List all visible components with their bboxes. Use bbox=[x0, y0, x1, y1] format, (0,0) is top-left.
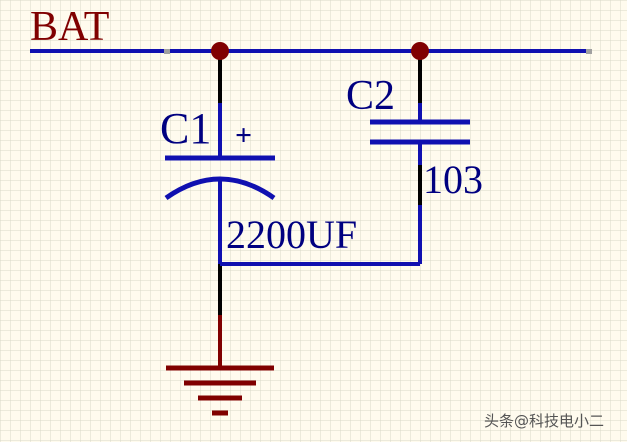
c2-value[interactable]: 103 bbox=[423, 157, 483, 202]
c1-value[interactable]: 2200UF bbox=[226, 212, 357, 257]
net-label-bat[interactable]: BAT bbox=[30, 4, 109, 50]
c1-designator[interactable]: C1 bbox=[160, 104, 211, 153]
c1-polarity-mark: + bbox=[235, 119, 252, 152]
bus-wire-marker-right bbox=[586, 49, 592, 54]
c2-designator[interactable]: C2 bbox=[346, 73, 395, 119]
watermark-text: 头条@科技电小二 bbox=[484, 412, 604, 430]
junction-dot-c1[interactable] bbox=[211, 42, 229, 60]
bus-wire-marker-left bbox=[164, 49, 170, 54]
c1-negative-plate[interactable] bbox=[164, 176, 276, 201]
junction-dot-c2[interactable] bbox=[411, 42, 429, 60]
